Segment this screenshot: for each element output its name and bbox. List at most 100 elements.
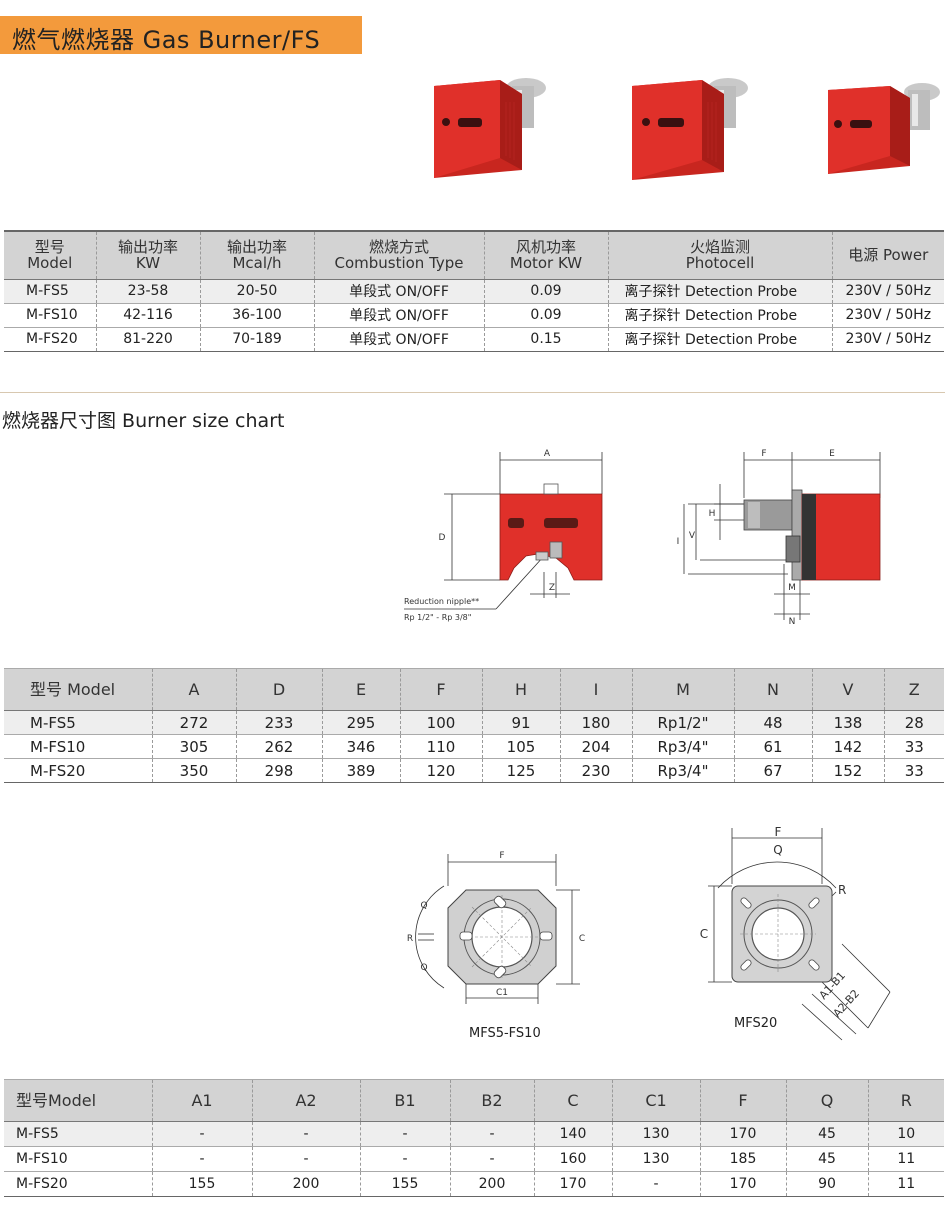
cell-b1: - <box>359 1121 450 1147</box>
header-model: 型号Model <box>4 1079 152 1122</box>
cell-a1: - <box>151 1146 252 1172</box>
cell-photocell: 离子探针 Detection Probe <box>607 278 832 303</box>
cell-d: 233 <box>235 710 322 735</box>
cell-v: 142 <box>811 734 884 759</box>
cell-model: M-FS10 <box>4 302 96 327</box>
cell-e: 295 <box>321 710 400 735</box>
cell-i: 180 <box>559 710 632 735</box>
cell-c: 170 <box>533 1171 612 1197</box>
flange-caption-mfs5-fs10: MFS5-FS10 <box>469 1026 541 1041</box>
cell-r: 11 <box>867 1146 944 1172</box>
page-title: 燃气燃烧器 Gas Burner/FS <box>12 26 321 54</box>
cell-motor-kw: 0.15 <box>483 326 608 351</box>
cell-combustion-type: 单段式 ON/OFF <box>313 278 484 303</box>
cell-b1: - <box>359 1146 450 1172</box>
cell-i: 230 <box>559 758 632 783</box>
cell-e: 389 <box>321 758 400 783</box>
cell-a1: - <box>151 1121 252 1147</box>
cell-f: 185 <box>699 1146 786 1172</box>
cell-model: M-FS5 <box>4 1121 152 1147</box>
cell-m: Rp3/4" <box>631 758 734 783</box>
cell-model: M-FS20 <box>4 758 152 783</box>
cell-model: M-FS5 <box>4 278 96 303</box>
flange-dim-q-top: Q <box>420 901 427 911</box>
flange-dim-r: R <box>407 934 413 944</box>
header-c1: C1 <box>611 1079 700 1122</box>
cell-z: 28 <box>883 710 944 735</box>
header-r: R <box>867 1079 944 1122</box>
cell-a: 350 <box>151 758 236 783</box>
header-a2: A2 <box>251 1079 360 1122</box>
flange-caption-mfs20: MFS20 <box>734 1016 778 1031</box>
cell-f: 170 <box>699 1171 786 1197</box>
burner-photo-fs5 <box>434 78 546 178</box>
cell-output-mcal: 20-50 <box>199 278 314 303</box>
header-c: C <box>533 1079 612 1122</box>
table-row: M-FS10 - - - - 160 130 185 45 11 <box>4 1146 944 1172</box>
cell-q: 90 <box>785 1171 868 1197</box>
cell-photocell: 离子探针 Detection Probe <box>607 302 832 327</box>
dim-label-h: H <box>709 509 716 519</box>
cell-d: 298 <box>235 758 322 783</box>
table-row: M-FS20 350 298 389 120 125 230 Rp3/4" 67… <box>4 758 944 783</box>
dim-label-m: M <box>788 583 796 593</box>
dim-label-i: I <box>677 537 680 547</box>
cell-m: Rp3/4" <box>631 734 734 759</box>
flange-dim-c1: C1 <box>496 988 508 998</box>
cell-model: M-FS20 <box>4 1171 152 1197</box>
dim-label-d: D <box>439 533 446 543</box>
dim-label-n: N <box>789 617 796 627</box>
header-i: I <box>559 668 632 711</box>
header-n: N <box>733 668 812 711</box>
cell-output-kw: 23-58 <box>95 278 200 303</box>
flange-dim-c: C <box>579 934 585 944</box>
cell-combustion-type: 单段式 ON/OFF <box>313 302 484 327</box>
cell-c1: 130 <box>611 1121 700 1147</box>
dim-label-f: F <box>761 449 766 459</box>
cell-e: 346 <box>321 734 400 759</box>
header-e: E <box>321 668 400 711</box>
cell-combustion-type: 单段式 ON/OFF <box>313 326 484 351</box>
cell-f: 100 <box>399 710 482 735</box>
cell-b2: - <box>449 1121 534 1147</box>
cell-model: M-FS5 <box>4 710 152 735</box>
cell-n: 67 <box>733 758 812 783</box>
cell-a: 272 <box>151 710 236 735</box>
header-b2: B2 <box>449 1079 534 1122</box>
cell-c1: - <box>611 1171 700 1197</box>
header-d: D <box>235 668 322 711</box>
table-row: M-FS5 23-58 20-50 单段式 ON/OFF 0.09 离子探针 D… <box>4 278 944 303</box>
table-row: M-FS10 305 262 346 110 105 204 Rp3/4" 61… <box>4 734 944 759</box>
cell-output-mcal: 70-189 <box>199 326 314 351</box>
dim-label-a: A <box>544 449 551 459</box>
cell-z: 33 <box>883 734 944 759</box>
flange-dim-c: C <box>700 927 708 941</box>
table-row: M-FS10 42-116 36-100 单段式 ON/OFF 0.09 离子探… <box>4 302 944 327</box>
header-f: F <box>399 668 482 711</box>
cell-n: 48 <box>733 710 812 735</box>
reduction-nipple-thread-note: Rp 1/2" - Rp 3/8" <box>404 613 471 622</box>
cell-q: 45 <box>785 1121 868 1147</box>
cell-power: 230V / 50Hz <box>831 326 944 351</box>
flange-dim-f: F <box>499 851 504 861</box>
header-model: 型号 Model <box>4 668 152 711</box>
cell-output-kw: 42-116 <box>95 302 200 327</box>
header-z: Z <box>883 668 944 711</box>
cell-photocell: 离子探针 Detection Probe <box>607 326 832 351</box>
flange-diagram-mfs5-fs10: F Q R Q C C1 <box>407 851 585 1004</box>
cell-f: 120 <box>399 758 482 783</box>
cell-q: 45 <box>785 1146 868 1172</box>
flange-dim-f: F <box>775 825 782 839</box>
size-table: 型号 Model A D E F H I M N V Z M-FS5 272 2… <box>4 668 944 783</box>
cell-h: 105 <box>481 734 560 759</box>
table-row: M-FS20 155 200 155 200 170 - 170 90 11 <box>4 1171 944 1197</box>
cell-r: 10 <box>867 1121 944 1147</box>
cell-r: 11 <box>867 1171 944 1197</box>
cell-m: Rp1/2" <box>631 710 734 735</box>
burner-photo-fs20 <box>828 83 940 174</box>
cell-v: 138 <box>811 710 884 735</box>
flange-diagram-mfs20: F Q R C A1-B1 A2-B2 <box>700 825 891 1041</box>
cell-z: 33 <box>883 758 944 783</box>
